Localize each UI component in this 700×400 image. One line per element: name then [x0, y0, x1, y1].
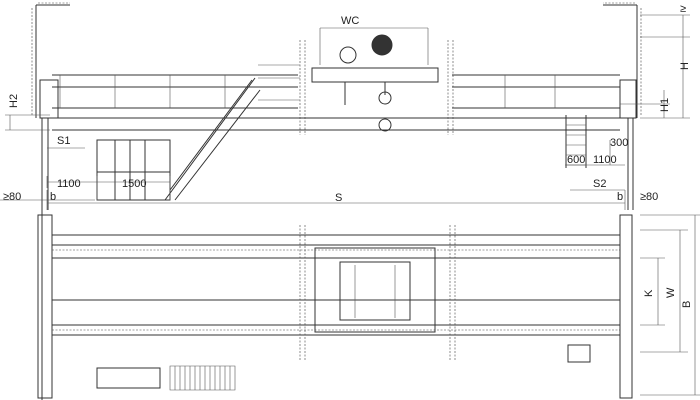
- drum-icon: [371, 34, 393, 56]
- left-wall: [31, 2, 70, 118]
- operator-cab: [96, 139, 171, 201]
- label-s2: S2: [593, 178, 606, 190]
- label-wc: WC: [341, 15, 359, 27]
- label-clearance-right: ≥80: [640, 191, 658, 203]
- label-top-clearance: ≥: [680, 3, 686, 15]
- label-w: W: [665, 287, 677, 298]
- bridge-girder-side: [39, 40, 637, 400]
- plan-view: [37, 214, 700, 399]
- label-b: B: [681, 301, 693, 308]
- label-h2: H2: [8, 94, 20, 108]
- label-b-right: b: [617, 191, 623, 203]
- label-s1: S1: [57, 135, 70, 147]
- label-600: 600: [567, 154, 585, 166]
- label-1100-left: 1100: [57, 178, 81, 190]
- label-s: S: [335, 192, 342, 204]
- label-clearance-left: ≥80: [3, 191, 21, 203]
- label-1500: 1500: [122, 178, 146, 190]
- right-wall: [603, 2, 642, 118]
- label-h1: H1: [659, 98, 671, 112]
- label-h: H: [679, 62, 691, 70]
- trolley: [311, 34, 439, 132]
- stairway: [164, 64, 300, 201]
- motor-icon: [339, 46, 357, 64]
- hook-lower-icon: [378, 118, 392, 132]
- ladder: [565, 115, 587, 168]
- label-b-left: b: [50, 191, 56, 203]
- dimension-lines: [0, 14, 690, 210]
- label-k: K: [643, 289, 655, 297]
- hook-icon: [378, 91, 392, 105]
- label-300: 300: [610, 137, 628, 149]
- label-1100-right: 1100: [593, 154, 617, 166]
